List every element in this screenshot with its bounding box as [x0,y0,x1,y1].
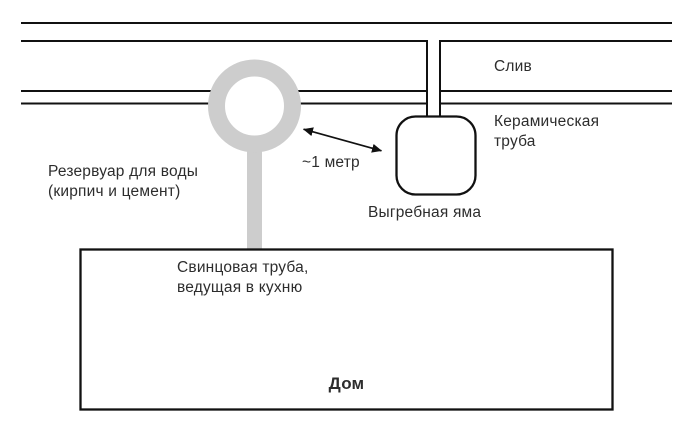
lead-pipe-label-line1: Свинцовая труба, [177,259,309,276]
lead-pipe-label-line2: ведущая в кухню [177,279,303,296]
ceramic-pipe-label-line1: Керамическая [494,113,600,130]
lead-pipe-label: Свинцовая труба, ведущая в кухню [177,258,308,298]
distance-arrow-icon [303,127,382,153]
distance-label: ~1 метр [302,154,360,171]
house-shape [79,248,614,411]
house-label: Дом [328,374,365,393]
ceramic-pipe-label: Керамическая труба [494,112,599,152]
drain-label: Слив [494,58,532,75]
cesspool-label: Выгребная яма [368,204,482,221]
ceramic-pipe-label-line2: труба [494,133,536,150]
reservoir-label-line1: Резервуар для воды [48,163,199,180]
lead-pipe-shape [247,145,262,251]
reservoir-label-line2: (кирпич и цемент) [48,183,181,200]
reservoir-label: Резервуар для воды (кирпич и цемент) [48,162,198,202]
cesspool-shape [395,115,477,196]
water-reservoir-shape [208,59,301,153]
